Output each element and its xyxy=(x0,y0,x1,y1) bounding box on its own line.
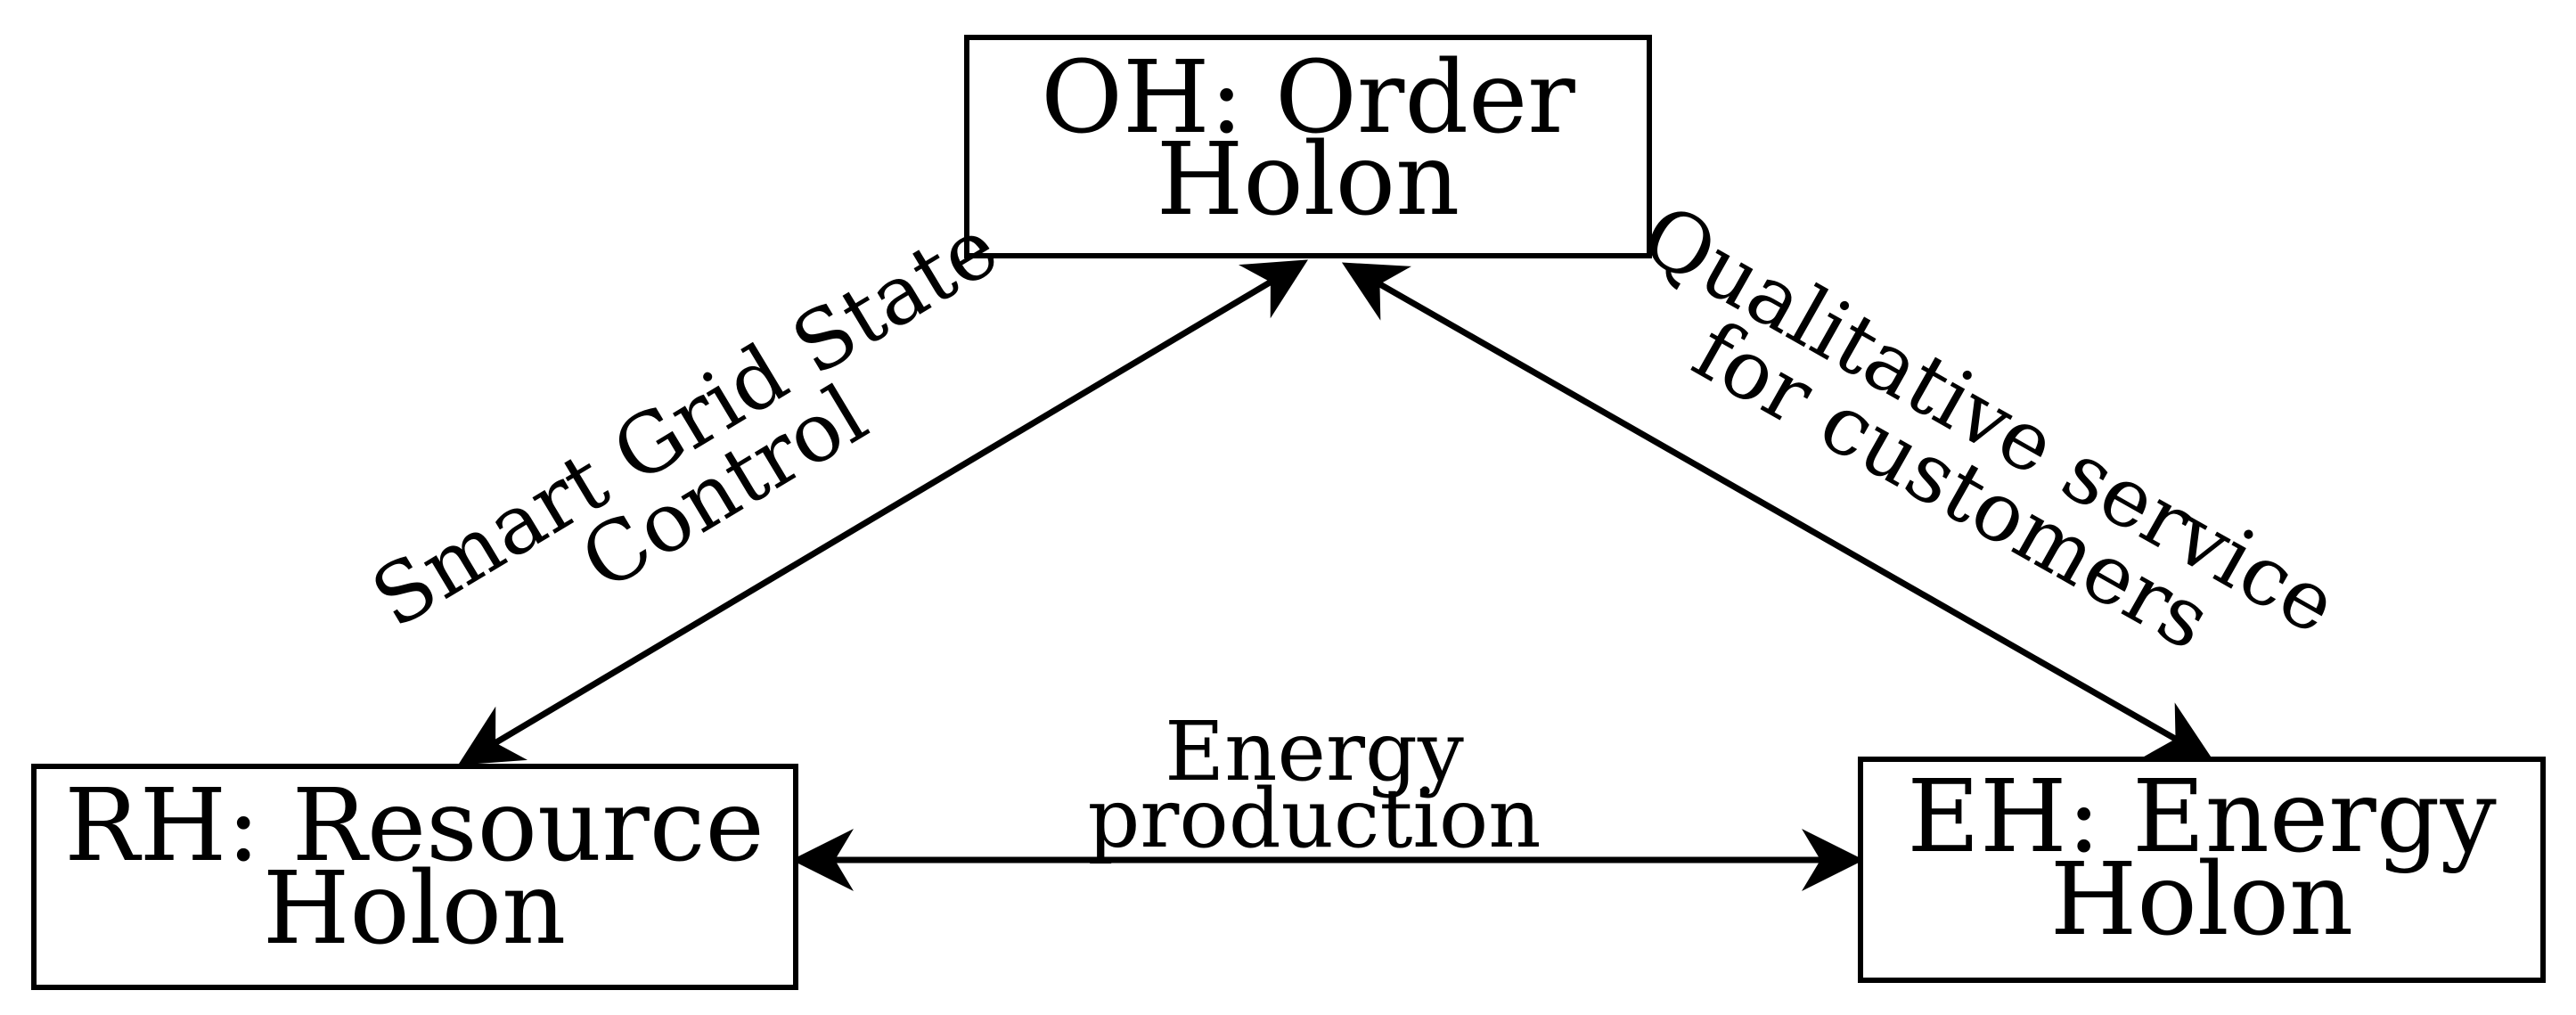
edge-label-rh-oh: Smart Grid State Control xyxy=(356,199,1014,646)
edge-label-rh-eh-line2: production xyxy=(1088,771,1542,866)
edge-label-oh-eh: Qualitative service for customers xyxy=(1627,186,2352,669)
order-holon-node: OH: Order Holon xyxy=(964,35,1652,258)
edge-label-rh-oh-line1: Smart Grid State xyxy=(356,199,1014,646)
arrow-rh-oh xyxy=(457,259,1309,765)
resource-holon-label-line1: RH: Resource xyxy=(64,768,765,884)
energy-holon-node: EH: Energy Holon xyxy=(1858,757,2546,983)
resource-holon-node: RH: Resource Holon xyxy=(31,764,798,990)
energy-holon-label-line1: EH: Energy xyxy=(1907,759,2496,875)
order-holon-label-line1: OH: Order xyxy=(1041,40,1575,156)
edge-label-rh-eh-line1: Energy xyxy=(1165,704,1464,799)
order-holon-label-line2: Holon xyxy=(1157,122,1460,238)
arrow-oh-eh xyxy=(1341,262,2214,761)
energy-holon-label-line2: Holon xyxy=(2050,842,2353,958)
edge-label-rh-eh: Energy production xyxy=(1088,704,1542,866)
edge-label-oh-eh-line1: Qualitative service xyxy=(1627,186,2352,653)
resource-holon-label-line2: Holon xyxy=(263,851,566,967)
